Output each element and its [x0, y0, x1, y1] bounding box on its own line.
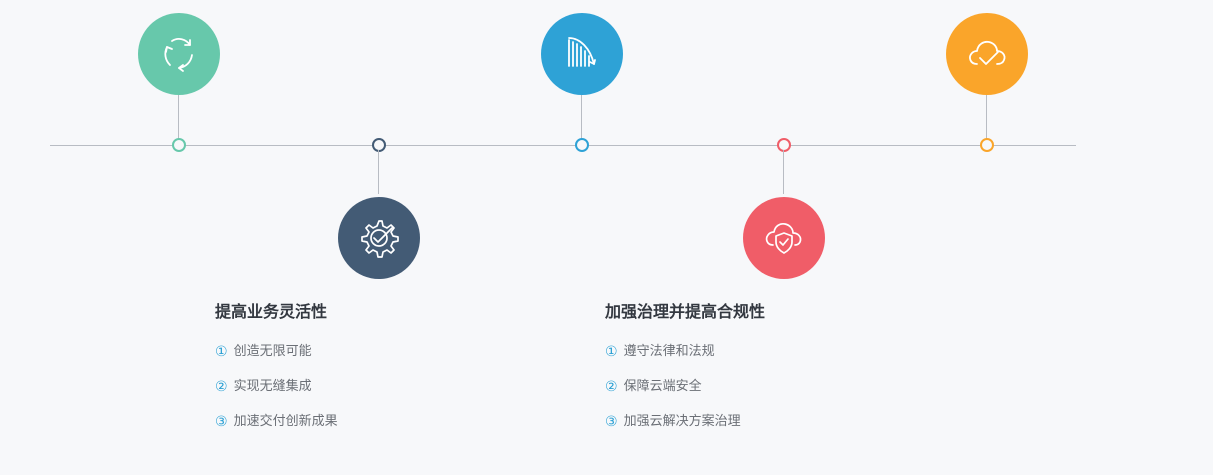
item-text: 加强云解决方案治理 — [623, 414, 741, 429]
list-item: ② 保障云端安全 — [605, 377, 765, 397]
timeline-node-3 — [482, 0, 682, 475]
refresh-cycle-icon — [138, 13, 220, 95]
item-text: 遵守法律和法规 — [623, 344, 715, 359]
item-text: 实现无缝集成 — [233, 379, 312, 394]
agility-title: 提高业务灵活性 — [215, 302, 328, 321]
item-number: ① — [215, 344, 228, 360]
item-text: 加速交付创新成果 — [233, 414, 338, 429]
timeline-node-4: 加强治理并提高合规性 ① 遵守法律和法规 ② 保障云端安全 ③ 加强云解决方案治… — [605, 0, 884, 475]
compliance-list: ① 遵守法律和法规 ② 保障云端安全 ③ 加强云解决方案治理 — [605, 342, 765, 432]
timeline-node-2: 提高业务灵活性 ① 创造无限可能 ② 实现无缝集成 ③ 加速交付创新成果 — [215, 0, 479, 475]
list-item: ② 实现无缝集成 — [215, 377, 338, 397]
gear-check-icon — [338, 197, 420, 279]
node-connector — [178, 95, 179, 139]
list-item: ① 创造无限可能 — [215, 342, 338, 362]
cloud-check-icon — [946, 13, 1028, 95]
timeline-dot — [980, 138, 994, 152]
compliance-title: 加强治理并提高合规性 — [605, 302, 766, 321]
node-connector — [783, 150, 784, 194]
list-item: ③ 加速交付创新成果 — [215, 412, 338, 432]
item-number: ③ — [605, 414, 618, 430]
item-text: 保障云端安全 — [623, 379, 702, 394]
item-number: ② — [215, 379, 228, 395]
compliance-section: 加强治理并提高合规性 ① 遵守法律和法规 ② 保障云端安全 ③ 加强云解决方案治… — [605, 300, 765, 447]
item-text: 创造无限可能 — [233, 344, 312, 359]
node-connector — [378, 150, 379, 194]
agility-list: ① 创造无限可能 ② 实现无缝集成 ③ 加速交付创新成果 — [215, 342, 338, 432]
timeline-node-5 — [887, 0, 1087, 475]
declining-bars-icon — [541, 13, 623, 95]
timeline-node-1 — [79, 0, 279, 475]
list-item: ① 遵守法律和法规 — [605, 342, 765, 362]
node-connector — [581, 95, 582, 139]
timeline-dot — [777, 138, 791, 152]
item-number: ② — [605, 379, 618, 395]
timeline-axis — [50, 145, 1076, 146]
timeline-dot — [172, 138, 186, 152]
agility-section: 提高业务灵活性 ① 创造无限可能 ② 实现无缝集成 ③ 加速交付创新成果 — [215, 300, 338, 447]
list-item: ③ 加强云解决方案治理 — [605, 412, 765, 432]
timeline-dot — [575, 138, 589, 152]
item-number: ① — [605, 344, 618, 360]
timeline-dot — [372, 138, 386, 152]
item-number: ③ — [215, 414, 228, 430]
node-connector — [986, 95, 987, 139]
cloud-shield-icon — [743, 197, 825, 279]
